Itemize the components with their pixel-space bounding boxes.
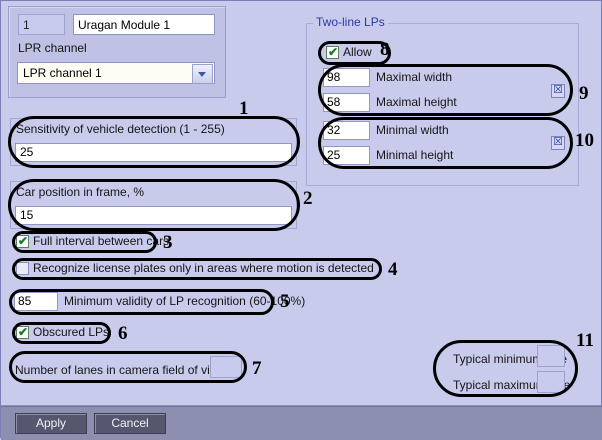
check-mark-icon: ✔	[18, 234, 29, 248]
sensitivity-label: Sensitivity of vehicle detection (1 - 25…	[16, 122, 225, 136]
annotation-number-2: 2	[303, 188, 313, 209]
cancel-button[interactable]: Cancel	[94, 413, 166, 434]
minimal-height-label: Minimal height	[376, 148, 454, 162]
minimal-width-label: Minimal width	[376, 123, 449, 137]
checkbox-box[interactable]: ✔	[16, 235, 29, 248]
two-line-lps-title: Two-line LPs	[313, 15, 388, 29]
annotation-number-8: 8	[380, 39, 390, 60]
car-position-field-group: Car position in frame, % 15	[10, 181, 297, 229]
annotation-number-3: 3	[163, 232, 173, 253]
typical-maximum-size-input[interactable]	[537, 371, 565, 393]
sensitivity-input[interactable]: 25	[15, 143, 292, 162]
annotation-number-11: 11	[576, 330, 594, 351]
min-validity-input[interactable]: 85	[14, 292, 58, 311]
lanes-input[interactable]	[210, 356, 242, 378]
checkbox-box[interactable]	[16, 262, 29, 275]
module-identity-panel: 1 Uragan Module 1 LPR channel LPR channe…	[8, 6, 226, 98]
maximal-height-label: Maximal height	[376, 95, 457, 109]
car-position-input[interactable]: 15	[15, 206, 292, 225]
min-validity-label: Minimum validity of LP recognition (60-1…	[64, 294, 306, 308]
module-id-field[interactable]: 1	[18, 14, 65, 35]
maximal-size-clear-button[interactable]: ☒	[551, 84, 565, 98]
lpr-channel-value: LPR channel 1	[23, 66, 102, 80]
settings-form: 1 Uragan Module 1 LPR channel LPR channe…	[1, 1, 601, 406]
maximal-width-label: Maximal width	[376, 70, 453, 84]
annotation-number-6: 6	[118, 323, 128, 344]
annotation-number-10: 10	[575, 130, 594, 151]
lpr-channel-label: LPR channel	[18, 41, 87, 55]
checkbox-box[interactable]: ✔	[326, 46, 339, 59]
chevron-down-icon[interactable]	[192, 64, 213, 84]
annotation-number-5: 5	[280, 291, 290, 312]
annotation-number-1: 1	[239, 98, 249, 119]
two-line-lps-group	[306, 23, 579, 186]
typical-minimum-size-input[interactable]	[537, 345, 565, 367]
annotation-number-9: 9	[579, 83, 589, 104]
module-name-field[interactable]: Uragan Module 1	[73, 14, 215, 35]
recognize-motion-label: Recognize license plates only in areas w…	[33, 261, 374, 275]
minimal-size-clear-button[interactable]: ☒	[551, 136, 565, 150]
minimal-height-input[interactable]: 25	[323, 146, 370, 165]
maximal-width-input[interactable]: 98	[323, 68, 370, 87]
x-box-icon: ☒	[553, 136, 563, 148]
minimal-width-input[interactable]: 32	[323, 121, 370, 140]
lanes-label: Number of lanes in camera field of view	[15, 363, 226, 377]
lpr-channel-select[interactable]: LPR channel 1	[17, 62, 215, 84]
checkbox-box[interactable]: ✔	[16, 326, 29, 339]
apply-button[interactable]: Apply	[15, 413, 87, 434]
x-box-icon: ☒	[553, 84, 563, 96]
maximal-height-input[interactable]: 58	[323, 93, 370, 112]
full-interval-label: Full interval between cars	[33, 234, 170, 248]
allow-label: Allow	[343, 45, 372, 59]
sensitivity-field-group: Sensitivity of vehicle detection (1 - 25…	[10, 118, 297, 166]
obscured-lps-label: Obscured LPs	[33, 325, 110, 339]
check-mark-icon: ✔	[18, 325, 29, 339]
check-mark-icon: ✔	[328, 45, 339, 59]
car-position-label: Car position in frame, %	[16, 185, 145, 199]
annotation-number-4: 4	[388, 259, 398, 280]
dialog-footer: Apply Cancel	[1, 406, 602, 440]
annotation-number-7: 7	[252, 358, 262, 379]
